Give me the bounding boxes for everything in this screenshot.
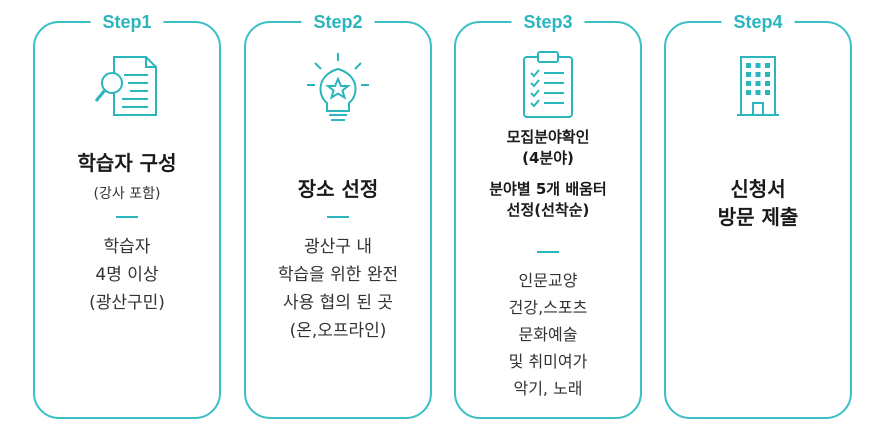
step-description: 광산구 내 학습을 위한 완전 사용 협의 된 곳 (온,오프라인): [277, 237, 399, 341]
building-icon: [735, 53, 781, 123]
divider: [327, 216, 349, 218]
step-label: Step2: [301, 10, 375, 34]
step-subtitle: (강사 포함): [93, 186, 161, 202]
divider: [116, 216, 138, 218]
step-label: Step3: [511, 10, 585, 34]
step-title: 학습자 구성: [77, 151, 177, 175]
step-title: 장소 선정: [297, 177, 379, 201]
step-label: Step4: [721, 10, 795, 34]
lightbulb-icon: [303, 51, 373, 129]
step-card-1: Step1 학습자 구성 (강사 포함) 학습자 4명 이상 (광산구민): [33, 10, 221, 419]
step-label: Step1: [90, 10, 164, 34]
step-description: 학습자 4명 이상 (광산구민): [89, 237, 165, 313]
step-card-4: Step4 신청서 방문 제출: [664, 10, 852, 419]
step-description: 인문교양 건강,스포츠 문화예술 및 취미여가 악기, 노래: [508, 271, 588, 398]
step-card-2: Step2 장소 선정 광산구 내 학습을 위한 완전 사용 협의 된 곳 (온…: [244, 10, 432, 419]
document-search-icon: [94, 53, 160, 125]
step-card-3: Step3 모집분야확인 (4분야) 분야별 5개 배움터 선정(선착순) 인문…: [454, 10, 642, 419]
clipboard-checklist-icon: [520, 49, 576, 123]
divider: [537, 251, 559, 253]
step-title: 모집분야확인 (4분야) 분야별 5개 배움터 선정(선착순): [489, 128, 607, 219]
step-title: 신청서 방문 제출: [717, 177, 799, 229]
